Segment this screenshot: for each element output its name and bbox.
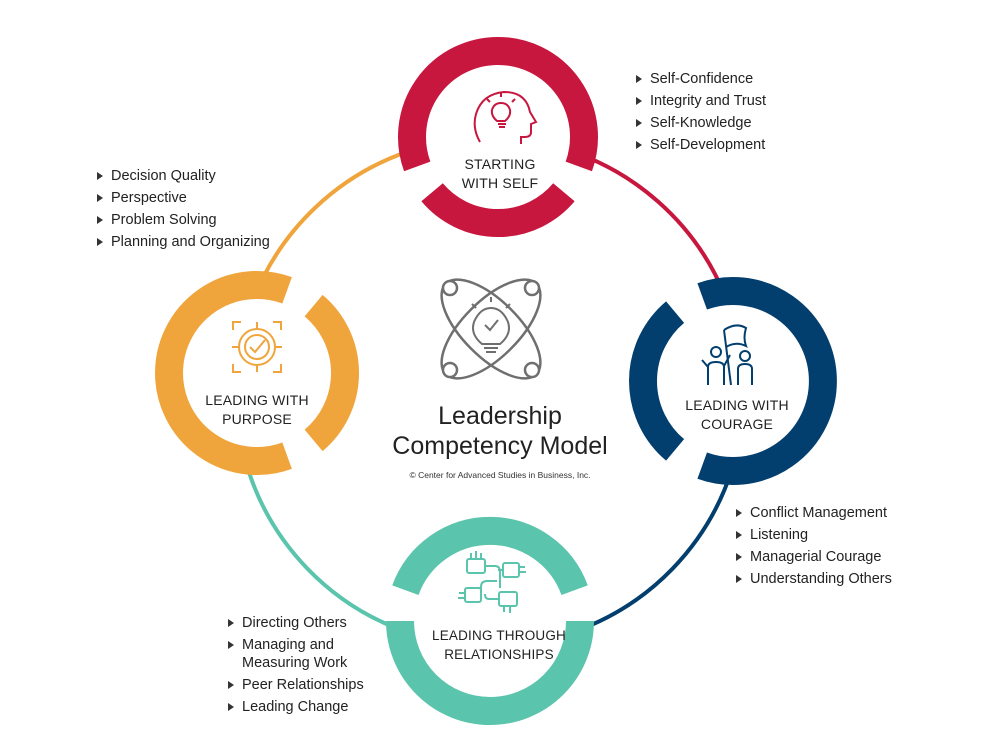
node-label-self: STARTING WITH SELF [461,156,539,191]
list-item: Directing Others [228,614,364,632]
competency-list-purpose: Decision Quality Perspective Problem Sol… [97,167,270,255]
node-background-purpose [183,299,331,447]
bullet-arrow-icon [736,531,742,539]
bullet-arrow-icon [736,509,742,517]
node-rings [155,37,837,725]
node-label-relationships: LEADING THROUGH RELATIONSHIPS [431,628,567,662]
ring-segment-relationships [392,516,588,596]
bullet-arrow-icon [228,681,234,689]
connector-courage-relationships [576,469,734,633]
ring-segment-relationships [386,620,594,725]
bullet-arrow-icon [636,119,642,127]
list-item: Listening [736,526,892,544]
node-label-purpose: LEADING WITH PURPOSE [205,392,309,427]
competency-list-relationships: Directing Others Managing and Measuring … [228,614,364,720]
joined-hands-icon [458,551,526,613]
atom-lightbulb-icon [440,278,542,380]
ring-segment-courage [697,277,837,485]
list-item: Decision Quality [97,167,270,185]
node-background-courage [657,305,809,457]
list-item: Self-Knowledge [636,114,766,132]
bullet-arrow-icon [97,238,103,246]
head-lightbulb-icon [473,90,538,144]
bullet-arrow-icon [636,97,642,105]
list-item: Planning and Organizing [97,233,270,251]
bullet-arrow-icon [97,216,103,224]
diagram-title: Leadership Competency Model [392,402,608,460]
list-item: Self-Confidence [636,70,766,88]
node-background-self [426,65,570,209]
list-item: Integrity and Trust [636,92,766,110]
list-item: Understanding Others [736,570,892,588]
bullet-arrow-icon [736,553,742,561]
ring-segment-courage [629,301,685,461]
node-background-relationships [414,545,566,697]
node-label-courage: LEADING WITH COURAGE [685,397,789,432]
connector-self-courage [555,144,728,298]
competency-list-self: Self-Confidence Integrity and Trust Self… [636,70,766,158]
bullet-arrow-icon [228,619,234,627]
bullet-arrow-icon [97,172,103,180]
ring-segment-purpose [155,271,292,475]
list-item: Leading Change [228,698,364,716]
list-item: Self-Development [636,136,766,154]
ring-segment-self [421,182,575,238]
bullet-arrow-icon [97,194,103,202]
copyright-notice: © Center for Advanced Studies in Busines… [409,470,591,480]
list-item: Perspective [97,189,270,207]
ring-segment-self [398,37,598,172]
bullet-arrow-icon [736,575,742,583]
list-item: Conflict Management [736,504,892,522]
connector-relationships-purpose [246,469,404,633]
bullet-arrow-icon [228,641,234,649]
target-check-icon [232,321,282,373]
list-item: Peer Relationships [228,676,364,694]
bullet-arrow-icon [228,703,234,711]
bullet-arrow-icon [636,141,642,149]
ring-segment-purpose [304,294,360,452]
list-item: Managerial Courage [736,548,892,566]
list-item: Problem Solving [97,211,270,229]
people-flag-icon [701,324,753,386]
competency-list-courage: Conflict Management Listening Managerial… [736,504,892,592]
bullet-arrow-icon [636,75,642,83]
list-item: Managing and Measuring Work [228,636,364,672]
